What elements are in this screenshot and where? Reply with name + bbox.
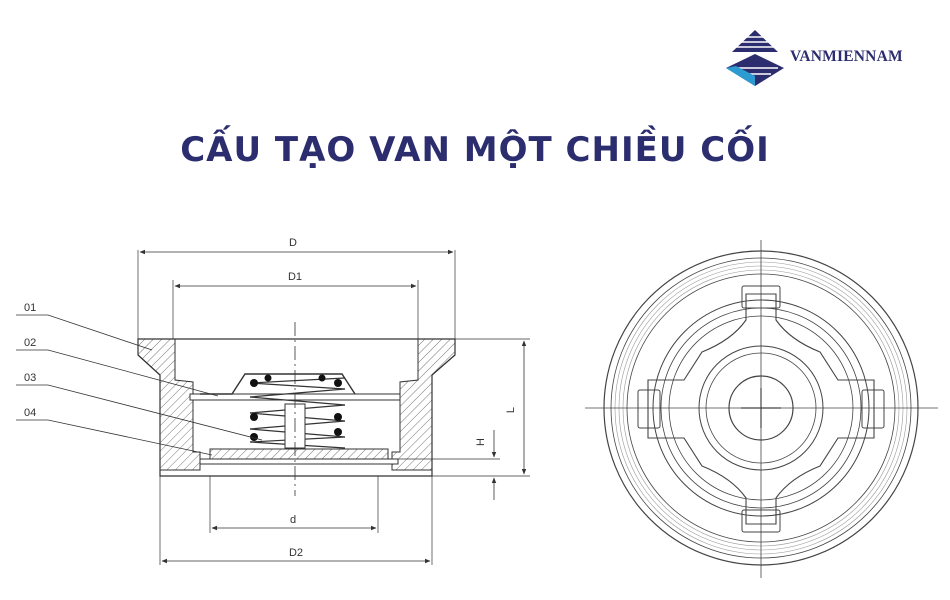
dim-D-label: D bbox=[289, 237, 297, 249]
spring-cage bbox=[200, 373, 356, 395]
dim-d-label: d bbox=[290, 514, 296, 526]
section-view bbox=[16, 249, 530, 565]
brand-logo-icon bbox=[726, 30, 784, 86]
brand-logo: VANMIENNAM bbox=[722, 28, 932, 90]
callout-leaders bbox=[16, 314, 263, 456]
dim-D1-label: D1 bbox=[288, 271, 302, 283]
spider-arms bbox=[647, 293, 875, 525]
body-wall-right bbox=[391, 338, 456, 471]
valve-disc bbox=[209, 448, 389, 460]
front-view bbox=[585, 240, 938, 578]
callout-02: 02 bbox=[24, 337, 36, 349]
dim-H-label: H bbox=[475, 438, 487, 446]
callout-03: 03 bbox=[24, 372, 36, 384]
body-wall-left bbox=[137, 338, 201, 471]
callout-01: 01 bbox=[24, 302, 36, 314]
dim-L-label: L bbox=[505, 407, 517, 413]
gasket bbox=[199, 458, 399, 465]
page-title: CẤU TẠO VAN MỘT CHIỀU CỐI bbox=[180, 130, 770, 170]
spring-wire-sections bbox=[250, 374, 342, 441]
callout-04: 04 bbox=[24, 407, 36, 419]
dim-D2-label: D2 bbox=[289, 547, 303, 559]
brand-name: VANMIENNAM bbox=[790, 48, 903, 65]
